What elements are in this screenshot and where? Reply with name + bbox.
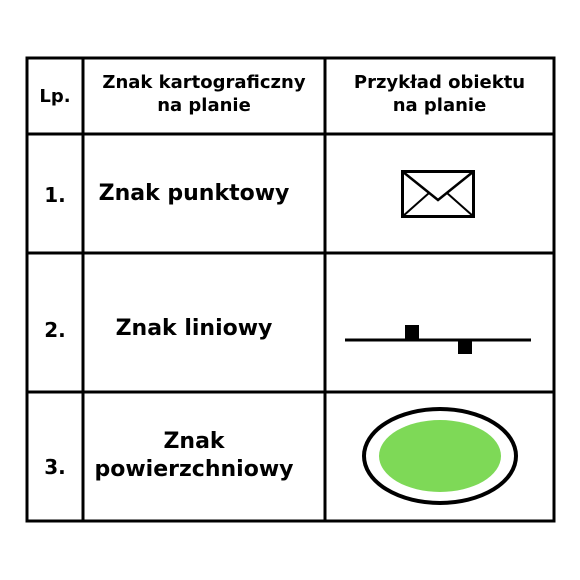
line-sign-icon — [345, 325, 531, 354]
header-sign-line1: Znak kartograficzny — [102, 72, 306, 93]
row-2-number: 2. — [44, 318, 66, 342]
line-marker-lower — [458, 340, 472, 354]
row-3-number: 3. — [44, 455, 66, 479]
header-example: Przykład obiektu na planie — [325, 72, 554, 117]
table-border — [25, 56, 556, 523]
row-2-name: Znak liniowy — [115, 316, 273, 341]
header-example-line2: na planie — [392, 94, 487, 116]
row-3-name: Znak powierzchniowy — [83, 428, 305, 483]
row-1-number: 1. — [44, 183, 66, 207]
header-sign-line2: na planie — [157, 94, 251, 116]
row-1-name: Znak punktowy — [98, 181, 290, 206]
row-3-name-line1: Znak — [163, 429, 225, 454]
header-lp: Lp. — [39, 86, 71, 107]
row-3-name-line2: powierzchniowy — [94, 456, 294, 482]
envelope-icon — [401, 170, 475, 218]
green-ellipse-icon — [362, 407, 518, 505]
header-example-line1: Przykład obiektu — [353, 72, 526, 93]
line-marker-upper — [405, 325, 419, 340]
header-sign: Znak kartograficzny na planie — [83, 72, 325, 117]
